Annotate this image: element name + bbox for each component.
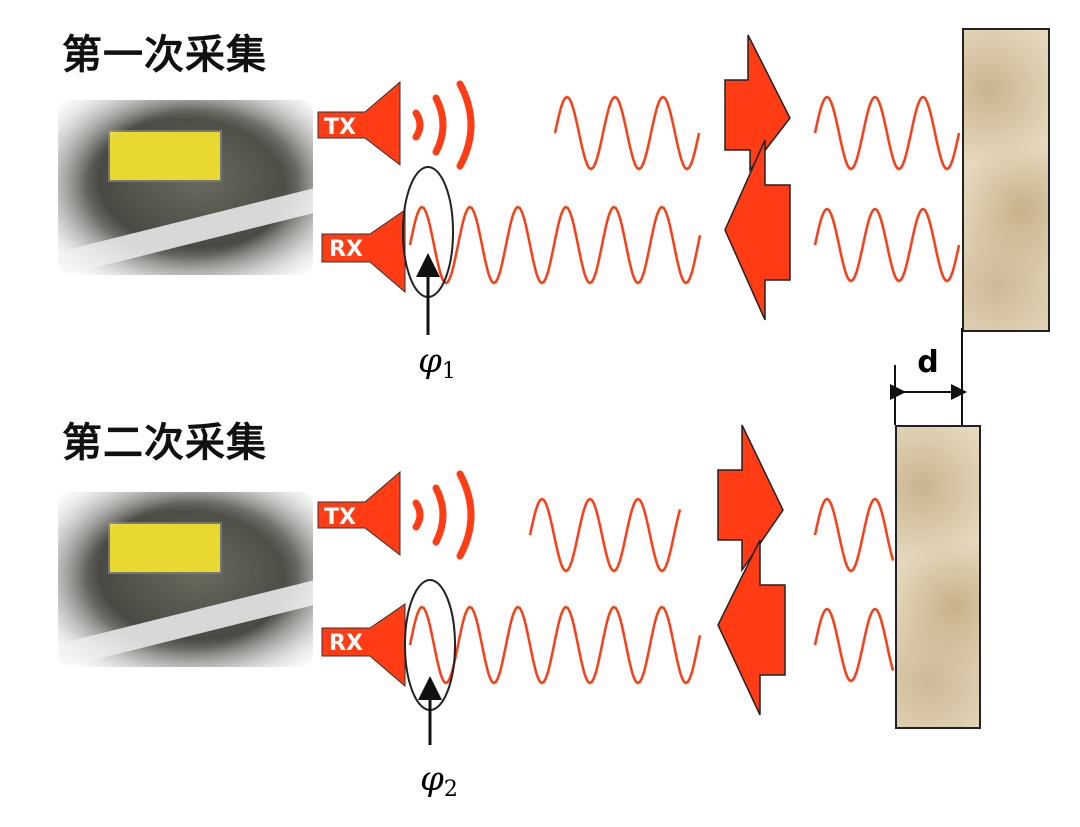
tx-label-2: TX xyxy=(324,505,356,530)
rx-label-1: RX xyxy=(329,237,363,262)
wall-2 xyxy=(895,425,981,729)
tx-horn-2: TX xyxy=(317,470,401,557)
rx-horn-2: RX xyxy=(321,603,406,688)
capture-1-title: 第一次采集 xyxy=(62,32,267,78)
wall-1 xyxy=(962,28,1050,332)
rx-label-2: RX xyxy=(329,631,363,656)
phase-label-2: φ2 xyxy=(420,759,458,802)
tx-wave-2b xyxy=(813,497,895,573)
rx-wave-2a xyxy=(408,605,702,685)
tx-wave-1b xyxy=(813,95,961,171)
return-arrow-1 xyxy=(724,139,791,321)
rx-horn-1: RX xyxy=(321,209,406,294)
rx-wave-1a xyxy=(408,205,702,285)
emission-arcs-1 xyxy=(412,80,475,170)
forward-arrow-2 xyxy=(717,424,784,573)
forward-arrow-1 xyxy=(724,34,791,173)
rx-wave-1b xyxy=(813,207,961,283)
tx-label-1: TX xyxy=(324,115,356,140)
tx-horn-1: TX xyxy=(317,80,401,167)
radar-device-photo-1 xyxy=(58,100,313,275)
phase-label-1: φ1 xyxy=(418,341,456,384)
capture-2-title: 第二次采集 xyxy=(62,420,267,466)
emission-arcs-2 xyxy=(412,470,475,560)
return-arrow-2 xyxy=(717,539,786,716)
rx-wave-2b xyxy=(813,607,895,683)
radar-device-photo-2 xyxy=(58,492,313,667)
distance-indicator xyxy=(890,328,967,425)
tx-wave-2a xyxy=(528,497,682,573)
tx-wave-1a xyxy=(553,95,701,171)
distance-label: d xyxy=(917,345,938,380)
